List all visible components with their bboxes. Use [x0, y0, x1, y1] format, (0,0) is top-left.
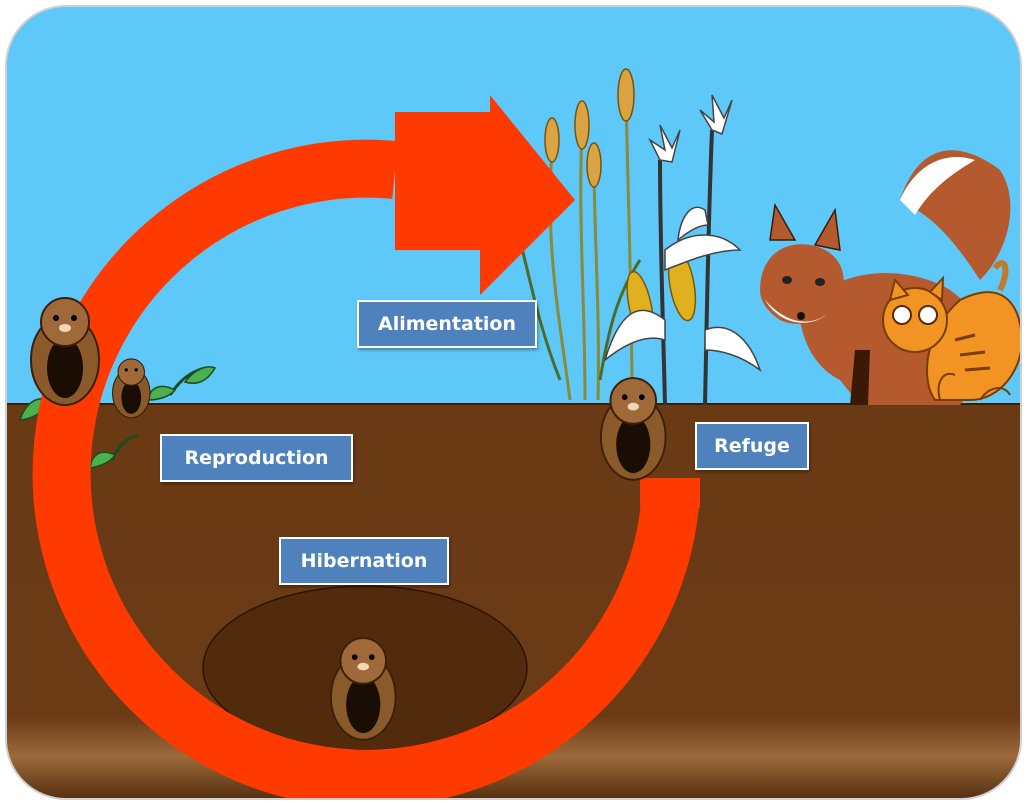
hibernation-label: Hibernation: [279, 537, 449, 585]
alimentation-label: Alimentation: [357, 300, 537, 348]
reproduction-label: Reproduction: [160, 434, 353, 482]
refuge-label: Refuge: [695, 422, 809, 470]
